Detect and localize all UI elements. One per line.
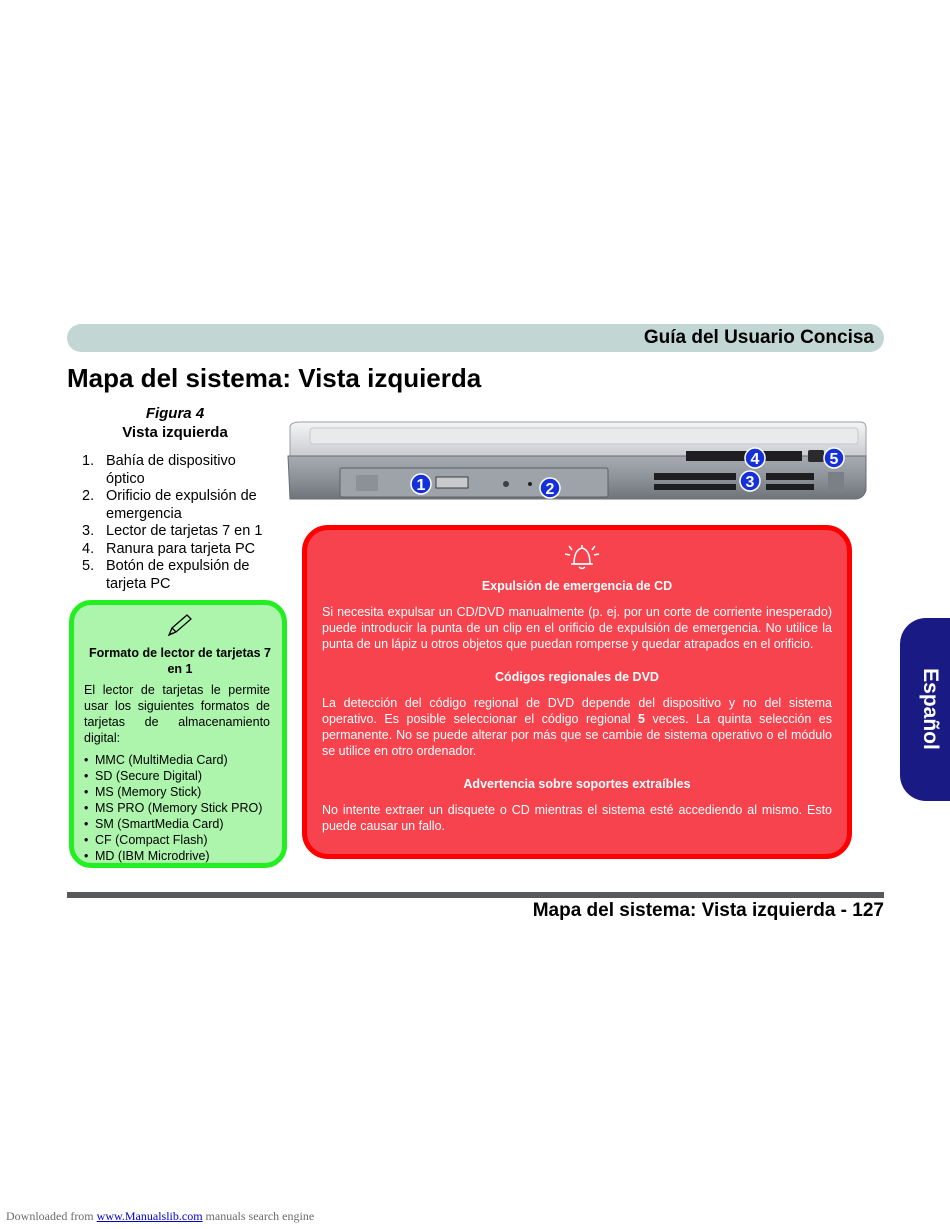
legend-text: Bahía de dispositivo óptico [106, 453, 236, 487]
legend-text: Botón de expulsión de tarjeta PC [106, 558, 250, 592]
callout-2-label: 2 [546, 481, 555, 498]
language-tab-label: Español [919, 668, 942, 750]
download-prefix: Downloaded from [6, 1209, 97, 1223]
list-item: SM (SmartMedia Card) [84, 816, 276, 832]
warning-heading-dvd-region: Códigos regionales de DVD [495, 670, 659, 684]
header-title: Guía del Usuario Concisa [643, 327, 874, 348]
warning-text-removable: No intente extraer un disquete o CD mien… [322, 803, 832, 833]
download-suffix: manuals search engine [202, 1209, 315, 1223]
note-format-list: MMC (MultiMedia Card) SD (Secure Digital… [84, 752, 276, 864]
legend-num: 5. [82, 558, 95, 574]
header-bar: Guía del Usuario Concisa [67, 324, 884, 352]
figure-name: Vista izquierda [122, 424, 228, 441]
callout-1-label: 1 [417, 477, 426, 494]
figure-number: Figura 4 [145, 405, 205, 422]
warning-heading-removable: Advertencia sobre soportes extraíbles [463, 777, 691, 791]
legend-item: 5. Botón de expulsión de tarjeta PC [82, 558, 272, 593]
list-item: MS PRO (Memory Stick PRO) [84, 800, 276, 816]
warning-box: Expulsión de emergencia de CD Si necesit… [302, 525, 852, 859]
warning-text-bold: 5 [638, 712, 645, 726]
callout-3: 3 [739, 470, 761, 492]
warning-text-cd-eject: Si necesita expulsar un CD/DVD manualmen… [322, 605, 832, 651]
legend-list: 1. Bahía de dispositivo óptico 2. Orificio… [82, 453, 272, 593]
callout-2: 2 [539, 477, 561, 499]
list-item: SD (Secure Digital) [84, 768, 276, 784]
pen-icon [167, 614, 192, 637]
note-box: Formato de lector de tarjetas 7 en 1 El … [69, 600, 287, 868]
legend-text: Orificio de expulsión de emergencia [106, 488, 257, 522]
list-item: MD (IBM Microdrive) [84, 848, 276, 864]
warning-text-dvd-region: La detección del código regional de DVD … [322, 695, 832, 759]
download-note: Downloaded from www.Manualslib.com manua… [6, 1209, 314, 1224]
note-body: El lector de tarjetas le permite usar lo… [84, 683, 270, 745]
language-tab: Español [900, 618, 950, 801]
warning-heading-cd-eject: Expulsión de emergencia de CD [481, 579, 673, 593]
warning-text-part: veces. La quinta selección es permanente… [322, 712, 832, 758]
legend-text: Lector de tarjetas 7 en 1 [106, 523, 263, 539]
legend-item: 2. Orificio de expulsión de emergencia [82, 488, 272, 523]
legend-item: 3. Lector de tarjetas 7 en 1 [82, 523, 272, 541]
list-item: MMC (MultiMedia Card) [84, 752, 276, 768]
manualslib-link[interactable]: www.Manualslib.com [96, 1209, 203, 1223]
callout-1: 1 [410, 473, 432, 495]
warning-text-part: La detección del código regional de DVD … [322, 696, 832, 726]
callout-4: 4 [744, 447, 766, 469]
footer-title: Mapa del sistema: Vista izquierda - 127 [532, 900, 884, 921]
page-title: Mapa del sistema: Vista izquierda [67, 363, 482, 393]
list-item: MS (Memory Stick) [84, 784, 276, 800]
figure-caption: Figura 4 Vista izquierda [85, 404, 265, 442]
legend-item: 4. Ranura para tarjeta PC [82, 541, 272, 559]
legend-num: 2. [82, 488, 95, 504]
legend-num: 3. [82, 523, 95, 539]
legend-num: 1. [82, 453, 95, 469]
list-item: CF (Compact Flash) [84, 832, 276, 848]
callout-4-label: 4 [751, 451, 760, 468]
legend-item: 1. Bahía de dispositivo óptico [82, 453, 272, 488]
legend-num: 4. [82, 540, 95, 557]
callout-5: 5 [823, 447, 845, 469]
callout-5-label: 5 [830, 451, 839, 468]
callout-3-label: 3 [746, 474, 755, 491]
footer-rule [67, 892, 884, 898]
laptop-left-view-illustration: 1 2 3 4 5 [287, 421, 867, 500]
legend-text: Ranura para tarjeta PC [106, 540, 256, 557]
bell-icon [564, 545, 600, 570]
note-title: Formato de lector de tarjetas 7 en 1 [88, 646, 271, 676]
